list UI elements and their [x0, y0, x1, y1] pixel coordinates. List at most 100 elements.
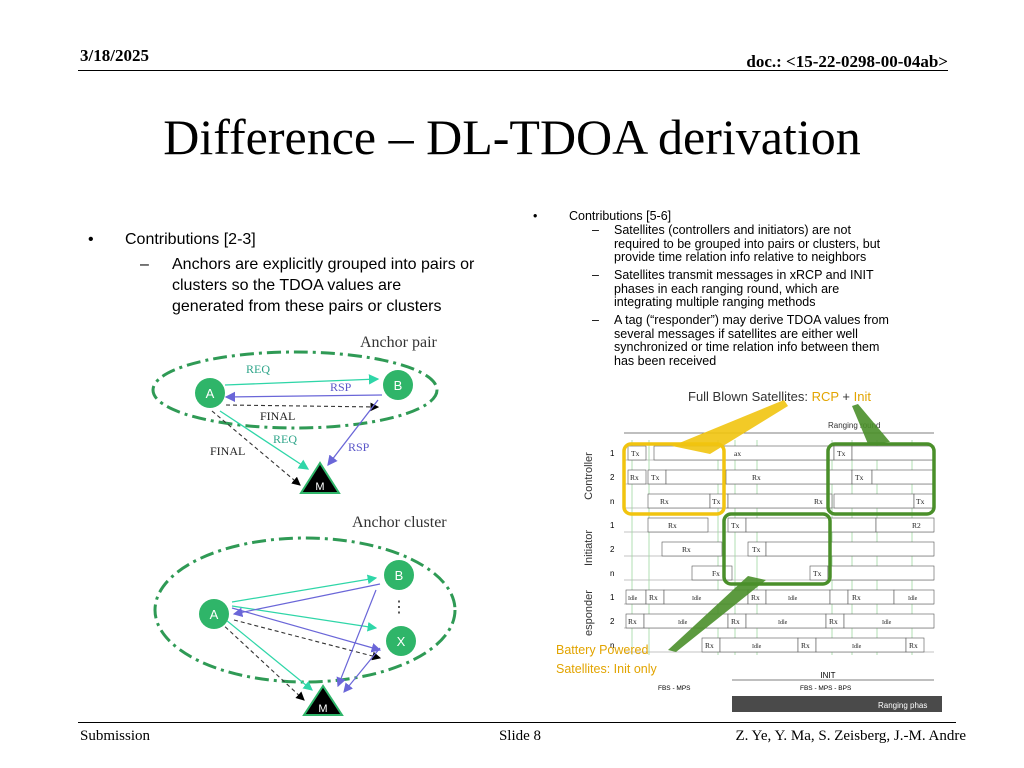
cluster-node-m-label: M [318, 703, 327, 715]
left-sub-line-3: generated from these pairs or clusters [172, 298, 442, 315]
cluster-arrow-1 [231, 574, 378, 603]
footer-submission: Submission [80, 728, 151, 744]
battery-label-line-2: Satellites: Init only [556, 662, 657, 676]
slide-title: Difference – DL-TDOA derivation [163, 109, 861, 165]
cell-tx-c2: Tx [651, 473, 660, 482]
rcp-callout [672, 400, 788, 454]
cell-rx-rna: Rx [705, 641, 714, 650]
right-item-3-line-1: A tag (“responder”) may derive TDOA valu… [614, 313, 889, 327]
left-sub-marker: – [140, 256, 149, 273]
cell-rx-cn: Rx [660, 497, 669, 506]
plus-label: + [839, 389, 854, 404]
rsp-arrow-low [327, 399, 379, 467]
cell-idle-r1d: Idle [908, 596, 918, 602]
label-req-top: REQ [246, 362, 270, 376]
node-a-label: A [206, 386, 215, 401]
right-item-3-line-4: has been received [614, 353, 717, 368]
right-bullet-marker: • [533, 209, 538, 223]
cell-rx-r2a: Rx [628, 617, 637, 626]
init-highlight-box-top [826, 442, 936, 516]
left-sub-line-2: clusters so the TDOA values are [172, 277, 402, 294]
cell-idle-r1c: Idle [788, 596, 798, 602]
node-m [299, 461, 341, 494]
cell-rx-r2b: Rx [731, 617, 740, 626]
row-num-8: 2 [610, 617, 615, 626]
rcp-highlight-box [622, 442, 726, 516]
cluster-node-x [386, 626, 416, 656]
cluster-arrow-8 [336, 589, 377, 688]
cluster-node-dots: ⋮ [391, 599, 407, 616]
rcp-label: RCP [812, 389, 839, 404]
init-label: Init [854, 389, 872, 404]
cell-idle-rna: Idle [752, 644, 762, 650]
right-item-2-line-2: phases in each ranging round, which are [614, 281, 840, 296]
row-num-3: n [610, 497, 614, 506]
cell-idle-r1a: Idle [628, 596, 638, 602]
cell-rx-cnb: Rx [814, 497, 823, 506]
battery-label-line-1: Battery Powered [556, 643, 648, 657]
left-bullet-marker: • [88, 231, 94, 248]
ranging-phase-bar [732, 696, 942, 712]
row-num-2: 2 [610, 473, 615, 482]
cluster-arrow-9 [343, 647, 381, 693]
right-sub-marker-1: – [592, 223, 599, 237]
cell-idle-rnb: Idle [852, 644, 862, 650]
cell-tx-c2b: Tx [855, 473, 864, 482]
row-num-9: n [610, 641, 614, 650]
right-sub-marker-2: – [592, 268, 599, 282]
cell-tx-in: Tx [813, 569, 822, 578]
cell-idle-r2b: Idle [778, 620, 788, 626]
label-final-mid: FINAL [260, 409, 295, 423]
cell-tx-cnc: Tx [916, 497, 925, 506]
ranging-round-label: Ranging round [828, 421, 880, 430]
bottom-fbs-mps-bps: FBS - MPS - BPS [800, 685, 852, 692]
pair-ellipse [151, 350, 439, 430]
anchor-pair-diagram: Anchor pair REQ RSP FINAL REQ RSP FINAL … [151, 334, 439, 494]
cluster-arrow-4 [232, 583, 381, 618]
ranging-phase-label: Ranging phas [878, 701, 927, 710]
cell-rx-i2: Rx [682, 545, 691, 554]
anchor-pair-title: Anchor pair [360, 334, 438, 351]
cell-rx-r2c: Rx [829, 617, 838, 626]
cell-rx-c2b: Rx [752, 473, 761, 482]
label-final-left: FINAL [210, 444, 245, 458]
right-item-1-line-3: provide time relation info relative to n… [614, 250, 867, 264]
label-req-low: REQ [273, 432, 297, 446]
right-item-1-line-2: required to be grouped into pairs or clu… [614, 236, 881, 251]
row-num-7: 1 [610, 593, 615, 602]
right-item-2-line-1: Satellites transmit messages in xRCP and… [614, 268, 874, 282]
cell-rx-rnc: Rx [909, 641, 918, 650]
final-arrow-mid [225, 402, 380, 412]
cluster-node-a-label: A [210, 607, 219, 622]
cell-tx-i1: Tx [731, 521, 740, 530]
cell-rx-r1c: Rx [852, 593, 861, 602]
group-initiator: Initiator [583, 530, 595, 566]
row-num-4: 1 [610, 521, 615, 530]
row-num-1: 1 [610, 449, 615, 458]
bottom-init: INIT [820, 671, 835, 680]
node-b [383, 370, 413, 400]
left-bullet-text: Contributions [2-3] [125, 231, 256, 248]
footer-slide-number: Slide 8 [498, 728, 542, 744]
final-arrow-left [211, 410, 301, 486]
cluster-arrow-2 [231, 605, 378, 632]
cluster-arrow-6 [225, 619, 313, 691]
right-item-3-line-3: synchronized or time relation info betwe… [614, 340, 880, 354]
label-rsp-top: RSP [330, 380, 352, 394]
timing-diagram: Full Blown Satellites: RCP + Init Rangin… [556, 389, 942, 712]
cell-fx-in: Fx [712, 569, 720, 578]
cell-tx-c1: Tx [631, 449, 640, 458]
req-arrow-top [224, 374, 380, 386]
cell-ax-c1: ax [734, 449, 741, 458]
full-blown-label: Full Blown Satellites: [688, 389, 812, 404]
node-a [195, 378, 225, 408]
cell-rx-c2: Rx [630, 473, 639, 482]
right-item-3-line-2: several messages if satellites are eithe… [614, 326, 858, 341]
group-responder: esponder [583, 590, 595, 636]
cell-rx-i1: Rx [668, 521, 677, 530]
cluster-node-a [199, 599, 229, 629]
anchor-cluster-diagram: Anchor cluster A B ⋮ X M [153, 514, 457, 716]
cluster-arrow-7 [219, 621, 305, 701]
anchor-cluster-title: Anchor cluster [352, 514, 447, 531]
cluster-node-b-label: B [395, 568, 404, 583]
